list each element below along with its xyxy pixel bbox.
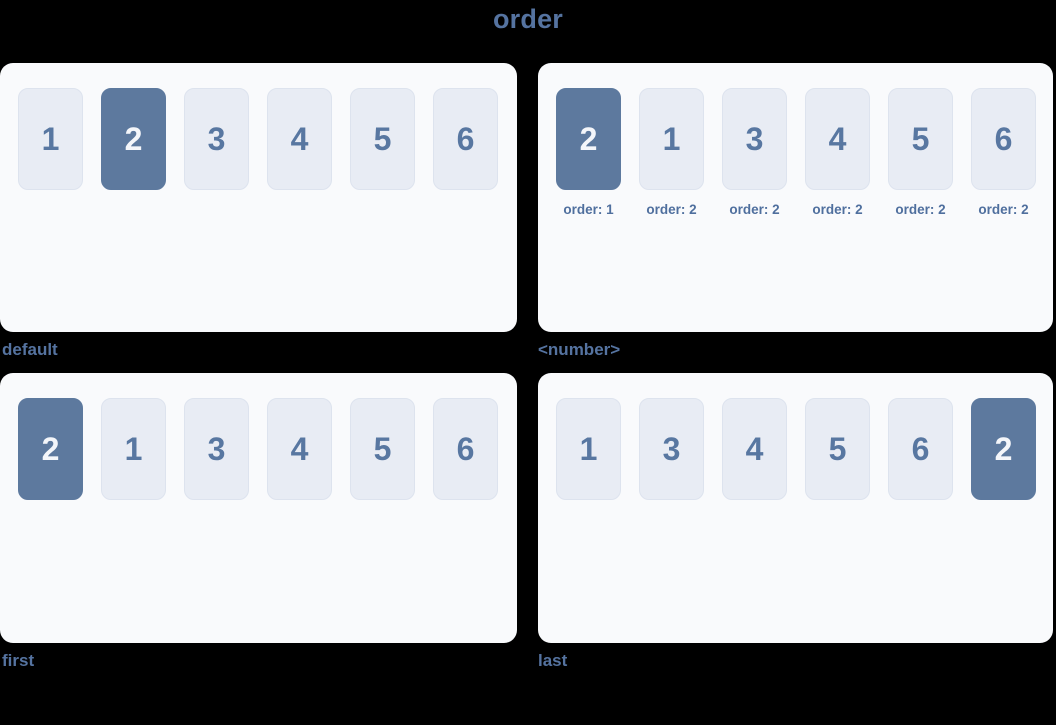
flex-item-2-highlighted: 2 xyxy=(18,398,83,500)
panel-caption-default: default xyxy=(2,340,58,359)
flex-item-5: 5 xyxy=(350,88,415,190)
flex-item-column: 2 order: 1 xyxy=(556,88,621,217)
flex-item-3: 3 xyxy=(184,398,249,500)
flex-item-column: 4 order: 2 xyxy=(805,88,870,217)
order-value-label: order: 2 xyxy=(978,202,1029,217)
flex-item-4: 4 xyxy=(267,88,332,190)
demo-panel-number: 2 order: 1 1 order: 2 3 order: 2 4 order… xyxy=(538,63,1053,332)
order-value-label: order: 1 xyxy=(563,202,614,217)
flex-item-1: 1 xyxy=(556,398,621,500)
flex-item-5: 5 xyxy=(888,88,953,190)
page-title: order xyxy=(492,4,564,34)
flex-item-3: 3 xyxy=(184,88,249,190)
flex-item-5: 5 xyxy=(805,398,870,500)
flex-item-column: 5 order: 2 xyxy=(888,88,953,217)
flex-item-2-highlighted: 2 xyxy=(556,88,621,190)
flex-item-1: 1 xyxy=(639,88,704,190)
order-value-label: order: 2 xyxy=(729,202,780,217)
flex-item-column: 6 order: 2 xyxy=(971,88,1036,217)
panel-caption-last: last xyxy=(538,651,568,670)
order-value-label: order: 2 xyxy=(812,202,863,217)
order-value-label: order: 2 xyxy=(895,202,946,217)
flex-item-2-highlighted: 2 xyxy=(101,88,166,190)
panel-caption-first: first xyxy=(2,651,35,670)
flex-item-6: 6 xyxy=(433,88,498,190)
flex-item-1: 1 xyxy=(101,398,166,500)
flex-item-6: 6 xyxy=(433,398,498,500)
flex-item-4: 4 xyxy=(267,398,332,500)
panel-caption-number: <number> xyxy=(538,340,621,359)
flex-item-6: 6 xyxy=(971,88,1036,190)
flex-item-column: 1 order: 2 xyxy=(639,88,704,217)
flex-item-6: 6 xyxy=(888,398,953,500)
flex-item-column: 3 order: 2 xyxy=(722,88,787,217)
flex-item-4: 4 xyxy=(805,88,870,190)
flex-item-4: 4 xyxy=(722,398,787,500)
demo-panel-default: 1 2 3 4 5 6 xyxy=(0,63,517,332)
flex-item-3: 3 xyxy=(639,398,704,500)
order-value-label: order: 2 xyxy=(646,202,697,217)
demo-panel-last: 1 3 4 5 6 2 xyxy=(538,373,1053,643)
flex-item-2-highlighted: 2 xyxy=(971,398,1036,500)
flex-item-5: 5 xyxy=(350,398,415,500)
flex-item-3: 3 xyxy=(722,88,787,190)
demo-panel-first: 2 1 3 4 5 6 xyxy=(0,373,517,643)
flex-item-1: 1 xyxy=(18,88,83,190)
